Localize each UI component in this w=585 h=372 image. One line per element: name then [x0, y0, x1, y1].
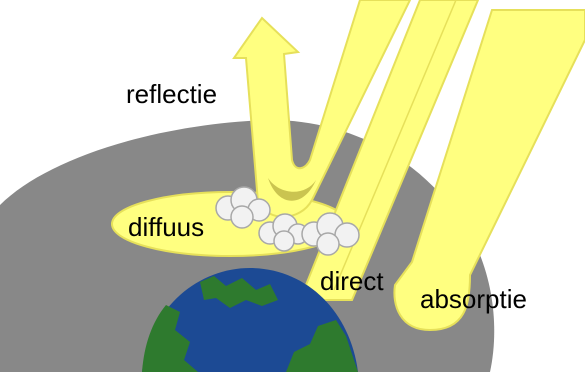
label-direct: direct [320, 266, 384, 296]
label-absorptie: absorptie [420, 284, 527, 314]
label-reflectie: reflectie [126, 79, 217, 109]
label-diffuus: diffuus [128, 212, 204, 242]
